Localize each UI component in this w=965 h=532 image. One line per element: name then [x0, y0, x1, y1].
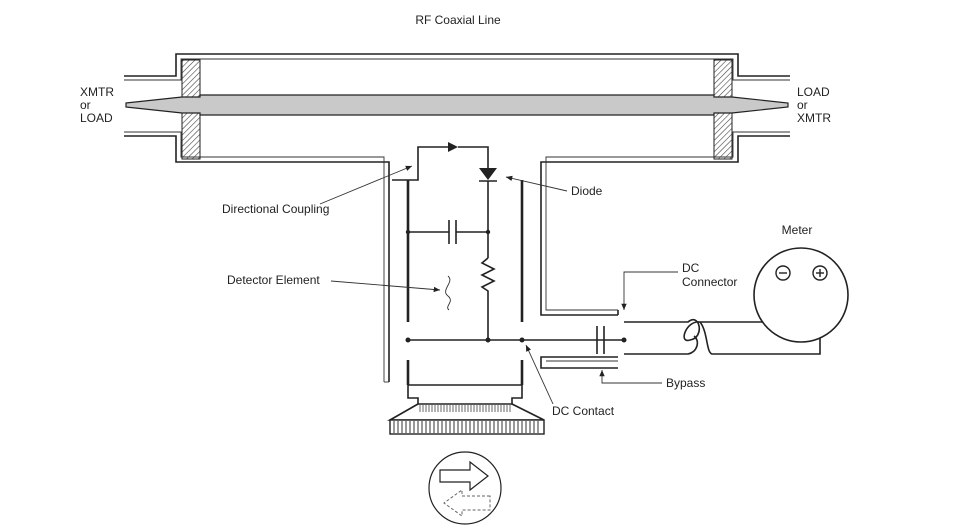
node-left — [405, 337, 411, 343]
reverse-arrow-icon — [443, 489, 491, 517]
resistor — [480, 257, 496, 340]
leader-diode — [505, 175, 568, 192]
detector-element-symbol — [445, 275, 451, 311]
leader-bypass — [599, 370, 662, 384]
left-port-line-1: XMTR — [80, 85, 114, 99]
right-port-line-2: or — [797, 98, 808, 112]
direction-circle — [428, 451, 502, 525]
outer-wall-bottom-right-inner — [545, 131, 790, 311]
knob-grip-ridges — [393, 421, 539, 433]
node-mid — [485, 337, 491, 343]
coaxial-line — [124, 53, 790, 383]
node-cap — [485, 229, 491, 235]
meter-wire-loop — [699, 321, 780, 355]
coupling-to-diode — [458, 146, 489, 168]
leader-directional-coupling — [319, 165, 413, 205]
forward-arrow-icon — [439, 460, 489, 492]
annotations: Directional Coupling Detector Element Di… — [222, 165, 737, 418]
label-diode: Diode — [571, 184, 603, 198]
meter-wire-top — [624, 319, 780, 342]
outer-wall-top-inner — [124, 58, 790, 81]
detector-assembly — [386, 142, 821, 435]
label-dc-connector-1: DC — [682, 261, 700, 275]
outer-wall-bottom-right — [540, 135, 790, 316]
meter-circle — [753, 247, 849, 343]
outer-wall-bottom-left — [124, 135, 390, 382]
leader-dc-connector — [621, 271, 678, 310]
node-right — [621, 337, 627, 343]
coupling-loop — [392, 146, 448, 181]
knob-grip — [389, 419, 545, 435]
coupling-arrowhead — [448, 142, 458, 152]
node-dc-contact — [519, 337, 525, 343]
diode-symbol — [479, 168, 497, 180]
label-detector-element: Detector Element — [227, 273, 320, 287]
leader-detector-element — [330, 280, 441, 293]
knob-neck — [407, 385, 523, 405]
center-conductor — [125, 94, 789, 116]
left-port-line-3: LOAD — [80, 111, 113, 125]
meter: Meter — [753, 223, 849, 343]
left-port-line-2: or — [80, 98, 91, 112]
outer-wall-top — [124, 53, 790, 77]
meter-label: Meter — [782, 223, 813, 237]
node-cap-left — [405, 229, 411, 235]
right-port-line-3: XMTR — [797, 111, 831, 125]
right-port-label: LOAD or XMTR — [797, 85, 831, 125]
label-dc-contact: DC Contact — [552, 404, 615, 418]
knob-neck-ridges — [419, 405, 511, 412]
bypass-housing — [540, 356, 618, 369]
label-bypass: Bypass — [666, 376, 705, 390]
leader-dc-contact — [525, 344, 554, 405]
label-directional-coupling: Directional Coupling — [222, 202, 329, 216]
left-port-label: XMTR or LOAD — [80, 85, 114, 125]
label-dc-connector-2: Connector — [682, 275, 737, 289]
meter-wire-bottom — [624, 335, 699, 355]
right-port-line-1: LOAD — [797, 85, 830, 99]
direction-indicator — [428, 451, 502, 525]
knob-flare — [386, 403, 545, 421]
diagram-title: RF Coaxial Line — [415, 13, 501, 27]
outer-wall-bottom-left-inner — [124, 131, 385, 382]
